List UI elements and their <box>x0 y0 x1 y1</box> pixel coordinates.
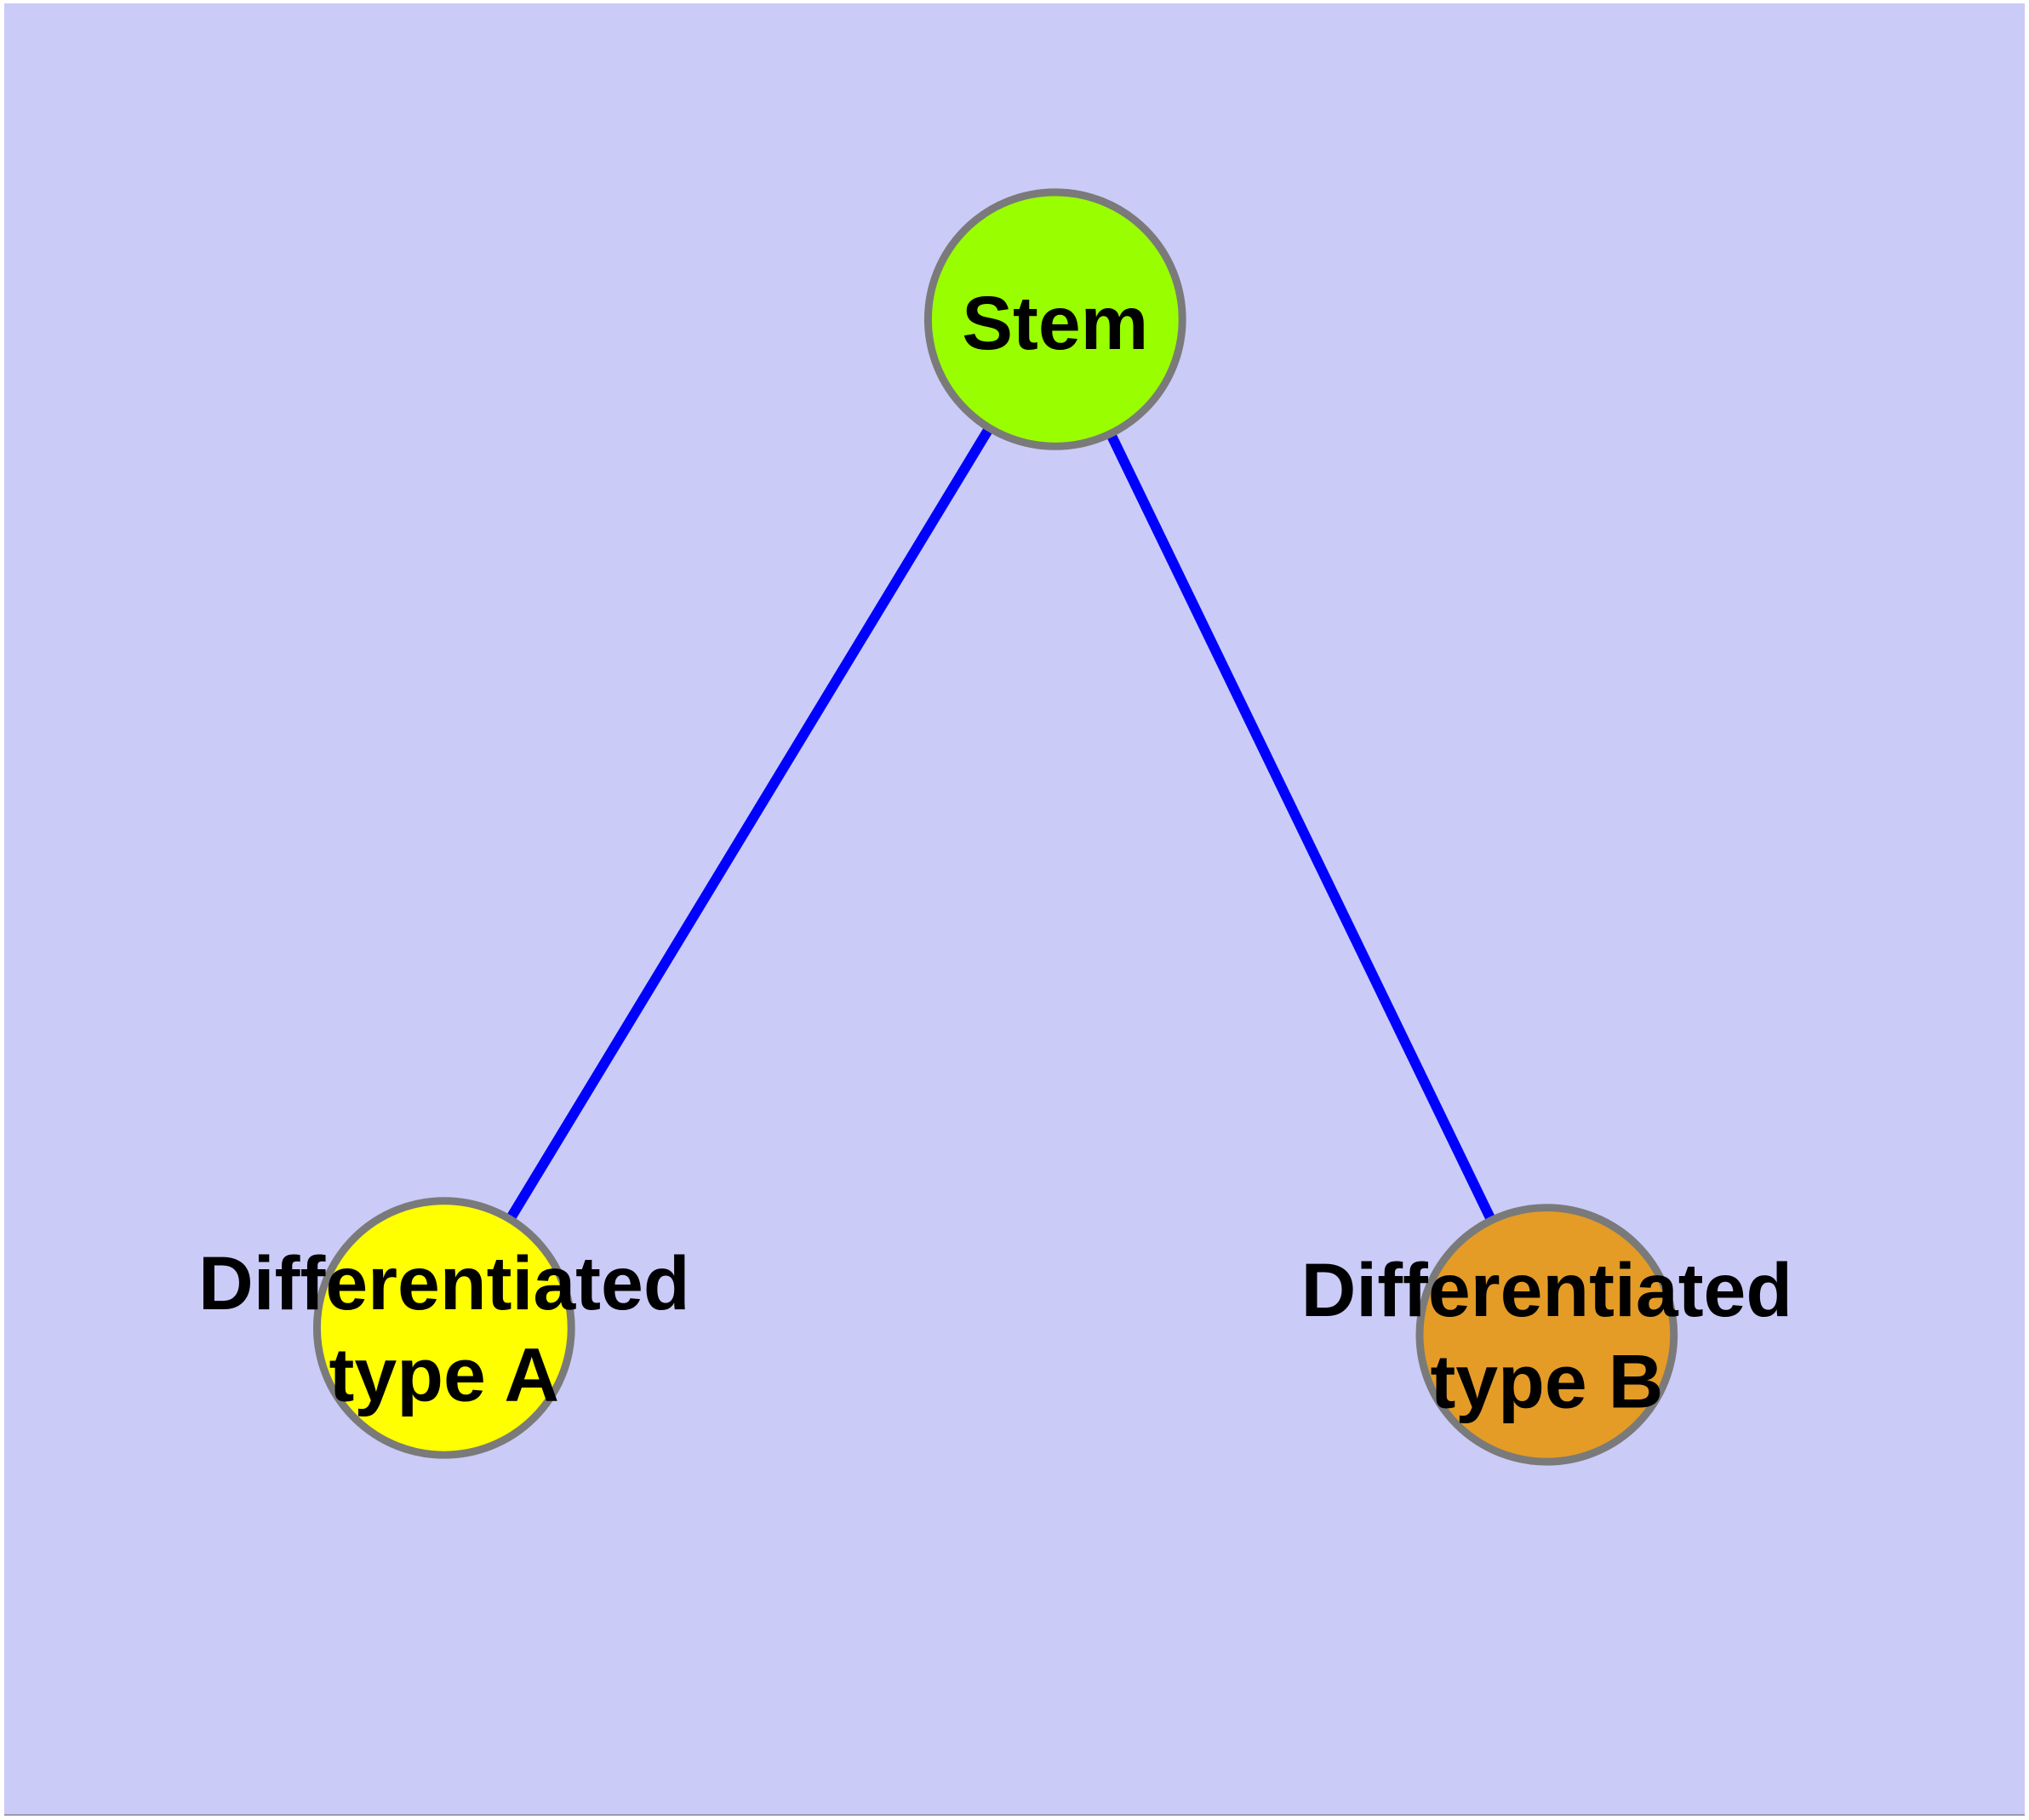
diagram-canvas: Stem Differentiated type A Differentiate… <box>4 3 2025 1816</box>
node-stem <box>923 188 1186 450</box>
node-type-a-label-line1: Differentiated <box>198 1240 690 1325</box>
node-type-b-label-line2: type B <box>1430 1339 1663 1424</box>
node-differentiated-type-b <box>1415 1204 1678 1466</box>
edge-stem-to-type-a <box>439 316 1060 1331</box>
node-type-a-label-line2: type A <box>329 1332 560 1417</box>
edge-stem-to-type-b <box>1050 317 1552 1337</box>
node-stem-label: Stem <box>962 280 1148 365</box>
node-differentiated-type-a <box>312 1197 575 1459</box>
node-type-b-label-line1: Differentiated <box>1301 1247 1793 1332</box>
graph-svg: Stem Differentiated type A Differentiate… <box>4 3 2025 1814</box>
